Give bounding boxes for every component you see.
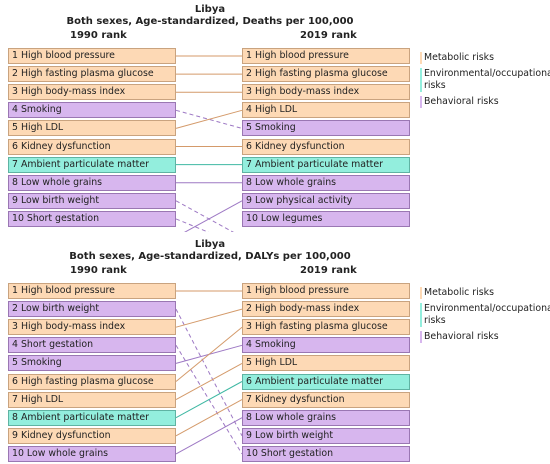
rank-box: 9 Low birth weight	[8, 192, 176, 209]
rank-link-line	[175, 399, 243, 437]
legend-label: Metabolic risks	[424, 287, 494, 298]
legend-item-environmental: Environmental/occupational risks	[420, 303, 550, 327]
rank-box: 1 High blood pressure	[242, 48, 410, 64]
rank-box: 7 Ambient particulate matter	[8, 156, 176, 173]
rank-box: 5 High LDL	[242, 355, 410, 372]
rank-box: 2 High body-mass index	[242, 301, 410, 318]
rank-box: 5 Smoking	[8, 355, 176, 372]
rank-box: 2 High fasting plasma glucose	[242, 66, 410, 83]
rank-link-line	[175, 417, 243, 455]
rank-box: 10 Low legumes	[242, 210, 410, 227]
rank-link-line	[175, 326, 243, 382]
legend-item-metabolic: Metabolic risks	[420, 52, 548, 64]
right-column-header: 2019 rank	[300, 30, 357, 41]
legend-item-behavioral: Behavioral risks	[420, 96, 548, 108]
legend-item-metabolic: Metabolic risks	[420, 287, 548, 299]
rank-box: 9 Low physical activity	[242, 192, 410, 209]
panel-location-title: Libya	[194, 239, 226, 250]
rank-box: 4 Smoking	[242, 337, 410, 354]
dalys-rank-panel: Libya Both sexes, Age-standardized, DALY…	[0, 235, 550, 464]
rank-link-line	[175, 109, 243, 129]
legend-label: Environmental/occupational risks	[424, 68, 550, 91]
legend-swatch	[420, 303, 422, 327]
rank-box: 8 Low whole grains	[242, 174, 410, 191]
rank-box: 6 Ambient particulate matter	[242, 373, 410, 390]
rank-box: 3 High body-mass index	[8, 319, 176, 336]
rank-box: 2 Low birth weight	[8, 301, 176, 318]
rank-box: 8 Low whole grains	[8, 174, 176, 191]
rank-link-line	[184, 200, 243, 232]
rank-box: 5 High LDL	[8, 120, 176, 137]
rank-link-line	[175, 308, 243, 328]
rank-box: 1 High blood pressure	[8, 283, 176, 299]
rank-box: 7 Kidney dysfunction	[242, 391, 410, 408]
rank-box: 7 High LDL	[8, 391, 176, 408]
rank-box: 1 High blood pressure	[8, 48, 176, 64]
rank-box: 1 High blood pressure	[242, 283, 410, 299]
rank-box: 10 Short gestation	[8, 210, 176, 227]
legend-swatch	[420, 331, 422, 343]
rank-box: 9 Kidney dysfunction	[8, 427, 176, 444]
rank-link-line	[175, 218, 210, 232]
rank-link-line	[175, 200, 234, 232]
rank-box: 6 Kidney dysfunction	[8, 138, 176, 155]
panel-location-title: Libya	[194, 4, 226, 15]
rank-box: 6 High fasting plasma glucose	[8, 373, 176, 390]
rank-links-svg	[175, 55, 243, 232]
rank-box: 10 Low whole grains	[8, 445, 176, 462]
legend-label: Behavioral risks	[424, 96, 499, 107]
rank-box: 10 Short gestation	[242, 445, 410, 462]
legend-item-behavioral: Behavioral risks	[420, 331, 548, 343]
rank-link-line	[175, 381, 243, 419]
legend-swatch	[420, 68, 422, 92]
rank-box: 2 High fasting plasma glucose	[8, 66, 176, 83]
legend-swatch	[420, 52, 422, 64]
legend-swatch	[420, 96, 422, 108]
panel-subtitle: Both sexes, Age-standardized, DALYs per …	[69, 251, 351, 262]
legend-swatch	[420, 287, 422, 299]
legend-label: Metabolic risks	[424, 52, 494, 63]
rank-link-line	[175, 362, 243, 401]
rank-links-svg	[175, 290, 243, 455]
deaths-rank-panel: Libya Both sexes, Age-standardized, Deat…	[8, 4, 550, 232]
rank-box: 7 Ambient particulate matter	[242, 156, 410, 173]
legend-label: Behavioral risks	[424, 331, 499, 342]
rank-box: 6 Kidney dysfunction	[242, 138, 410, 155]
panel-subtitle: Both sexes, Age-standardized, Deaths per…	[66, 16, 354, 27]
rank-box: 4 Smoking	[8, 102, 176, 119]
left-column-header: 1990 rank	[70, 265, 127, 276]
rank-box: 3 High fasting plasma glucose	[242, 319, 410, 336]
rank-link-line	[175, 308, 243, 437]
rank-link-line	[175, 109, 243, 129]
legend-item-environmental: Environmental/occupational risks	[420, 68, 550, 92]
rank-box: 4 High LDL	[242, 102, 410, 119]
rank-box: 3 High body-mass index	[242, 84, 410, 101]
rank-box: 9 Low birth weight	[242, 427, 410, 444]
rank-box: 8 Ambient particulate matter	[8, 409, 176, 426]
rank-box: 3 High body-mass index	[8, 84, 176, 101]
right-column-header: 2019 rank	[300, 265, 357, 276]
rank-box: 8 Low whole grains	[242, 409, 410, 426]
legend-label: Environmental/occupational risks	[424, 303, 550, 326]
rank-box: 5 Smoking	[242, 120, 410, 137]
left-column-header: 1990 rank	[70, 30, 127, 41]
rank-box: 4 Short gestation	[8, 337, 176, 354]
